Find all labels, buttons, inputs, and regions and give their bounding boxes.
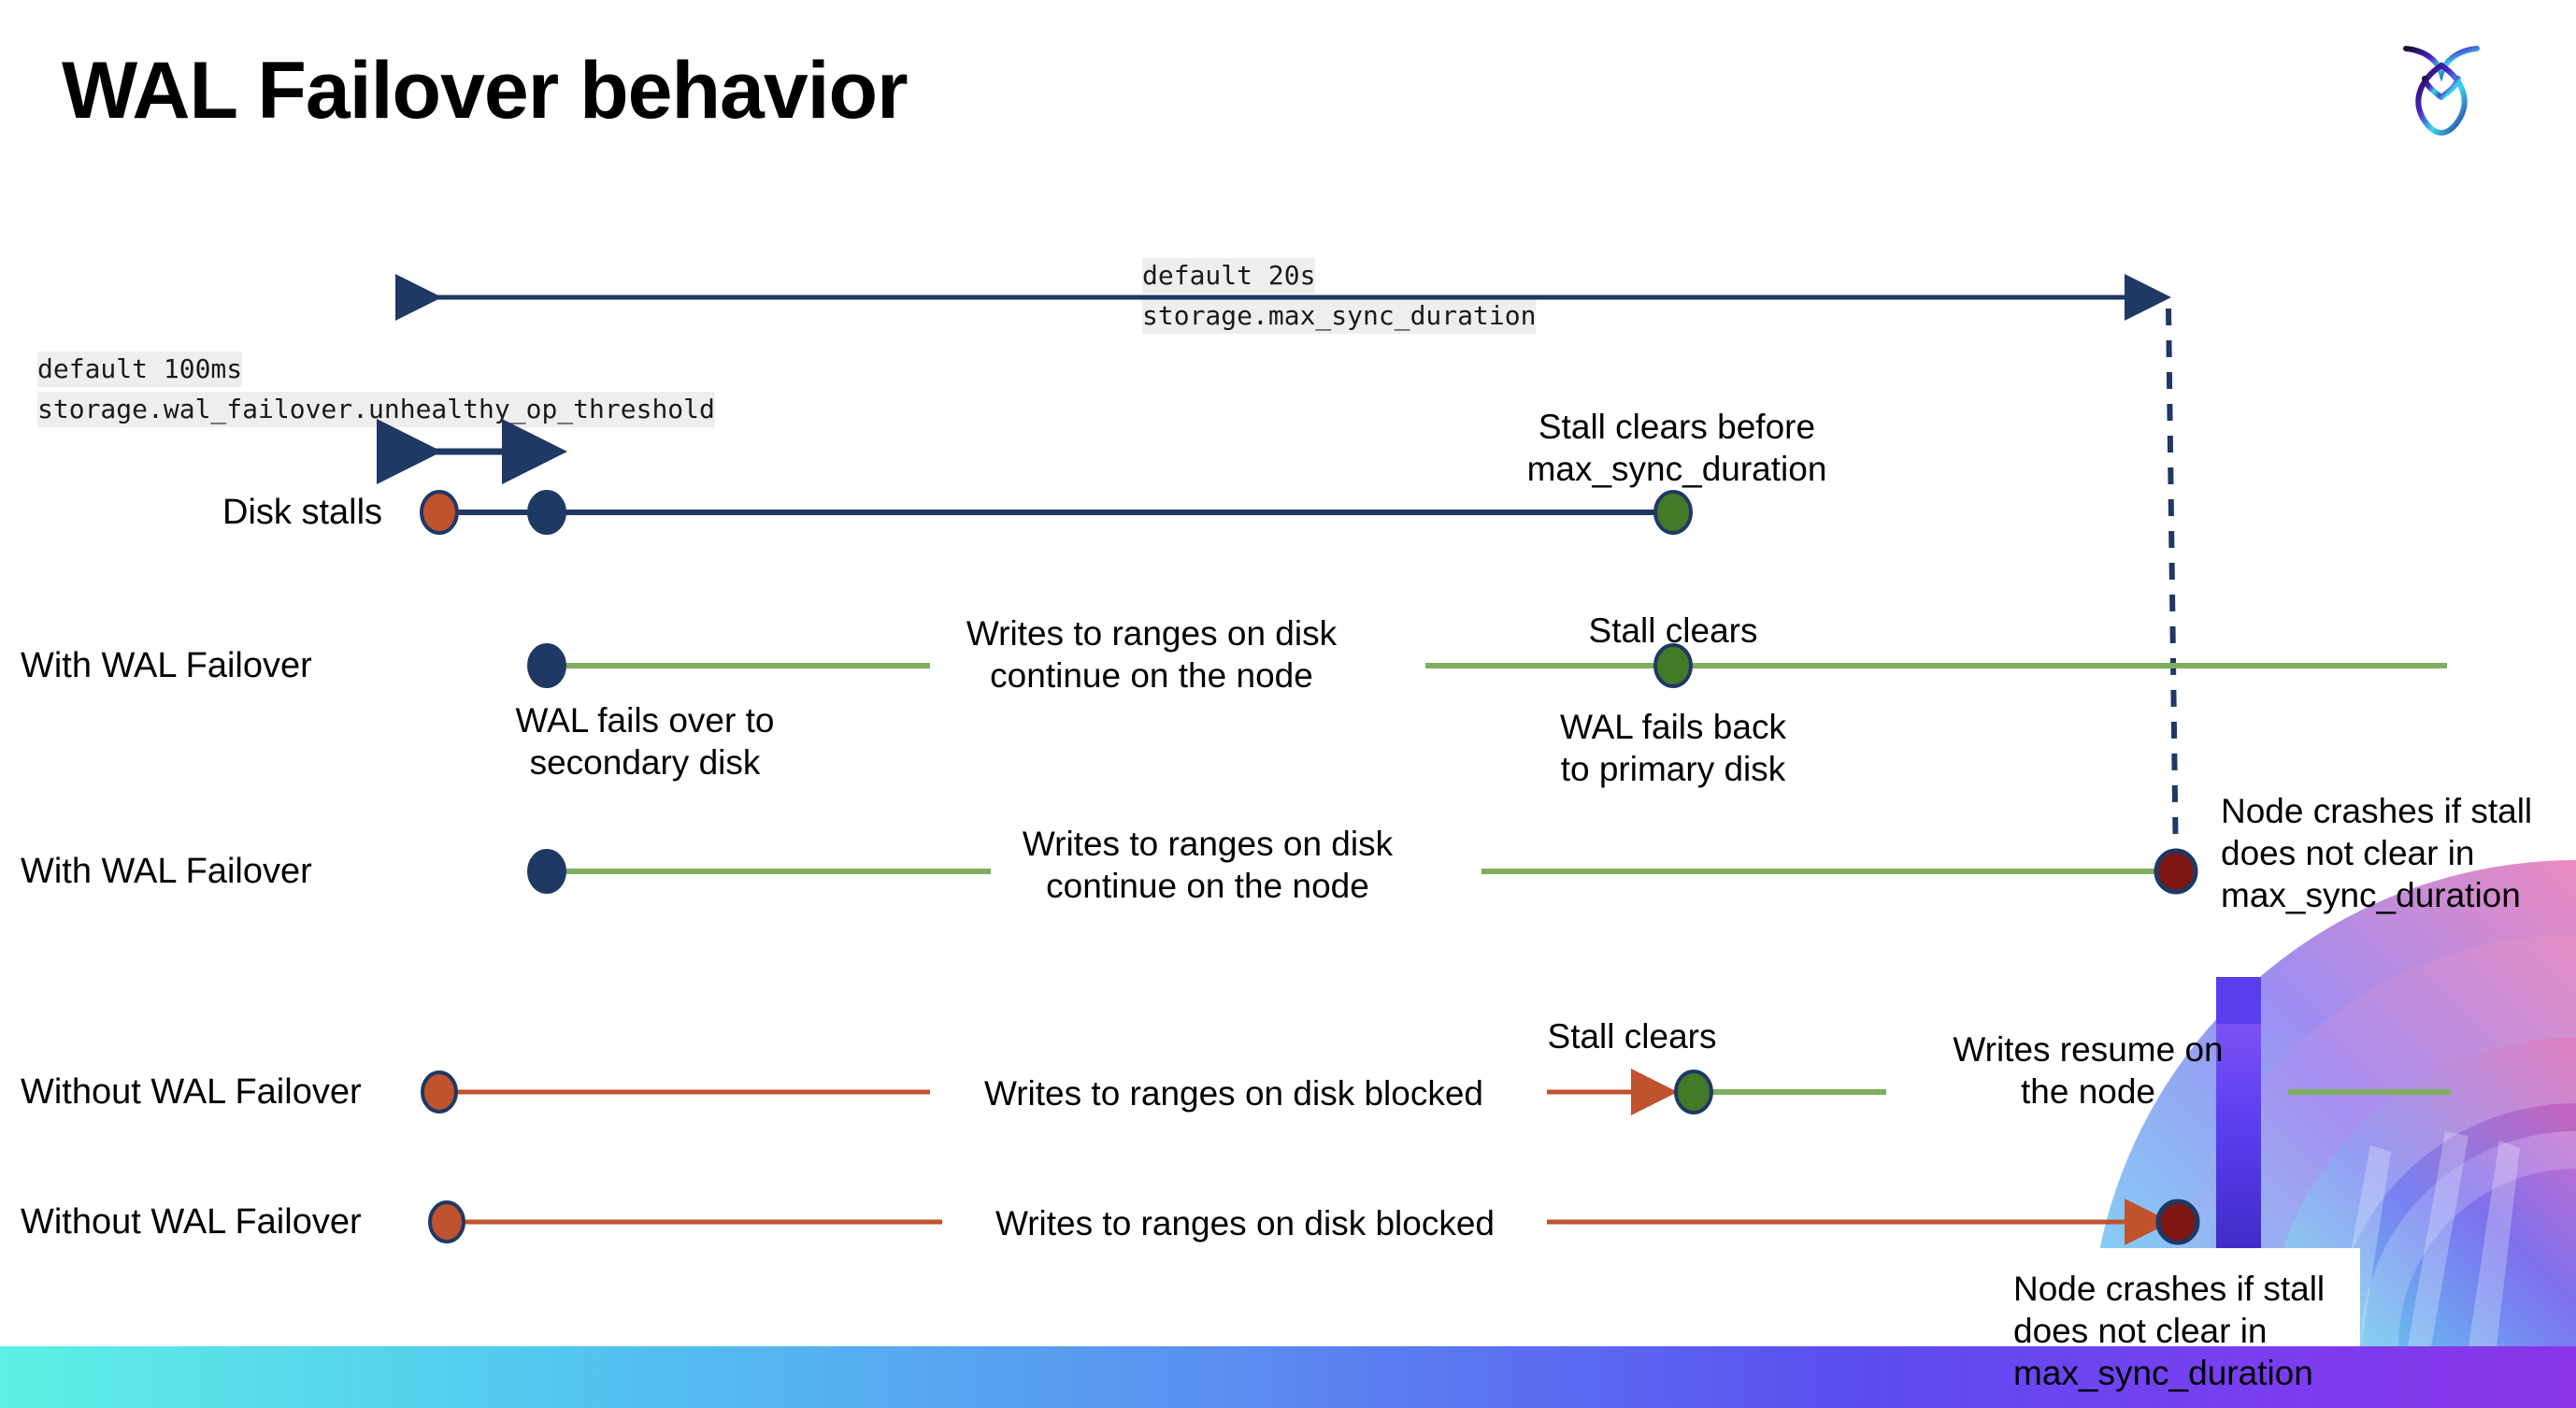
annotation-wal-fails-over: WAL fails over to secondary disk [515, 701, 775, 783]
annotation-wal-fails-back: WAL fails back to primary disk [1560, 708, 1786, 789]
timeline-without-wal-failover-1 [421, 1069, 2451, 1115]
timeline-disk-stalls [420, 490, 1693, 535]
row-label-with-wal-failover-1: With WAL Failover [21, 646, 312, 685]
bottom-gradient-bar [0, 1346, 2576, 1408]
marker-node-crash-2 [2155, 1199, 2200, 1245]
annotation-writes-continue-1: Writes to ranges on disk continue on the… [966, 614, 1338, 696]
annotation-stall-clears-before: Stall clears before max_sync_duration [1526, 408, 1827, 489]
page-title: WAL Failover behavior [62, 46, 909, 136]
callout-unhealthy-op-threshold-line1: default 100ms [37, 352, 243, 387]
marker-stall-clears-3 [1674, 1070, 1713, 1114]
row-label-without-wal-failover-1: Without WAL Failover [21, 1072, 362, 1112]
row-label-disk-stalls: Disk stalls [222, 493, 383, 532]
annotation-stall-clears-4: Stall clears [1547, 1017, 1717, 1056]
row-label-with-wal-failover-2: With WAL Failover [21, 852, 312, 891]
marker-node-crash-1 [2154, 848, 2198, 895]
annotation-writes-continue-2: Writes to ranges on disk continue on the… [1022, 825, 1394, 906]
marker-failover-trigger [527, 490, 566, 535]
marker-wal-failover-start [527, 643, 566, 688]
marker-wal-failover-start-2 [527, 849, 566, 894]
marker-stall-clears-2 [1653, 643, 1693, 688]
dashed-guide-line [2166, 308, 2179, 872]
annotation-writes-resume: Writes resume on the node [1953, 1030, 2224, 1112]
annotation-node-crashes-2: Node crashes if stall does not clear in … [2013, 1270, 2326, 1393]
marker-stall-start [420, 490, 459, 535]
row-label-without-wal-failover-2: Without WAL Failover [21, 1202, 362, 1242]
annotation-stall-clears-2: Stall clears [1588, 611, 1758, 650]
annotation-writes-blocked-1: Writes to ranges on disk blocked [983, 1074, 1484, 1113]
callout-unhealthy-op-threshold-line2: storage.wal_failover.unhealthy_op_thresh… [37, 392, 715, 427]
marker-writes-blocked-start-2 [428, 1200, 465, 1243]
annotation-writes-blocked-2: Writes to ranges on disk blocked [995, 1204, 1496, 1243]
marker-stall-clears [1653, 490, 1693, 535]
timeline-with-wal-failover-1 [527, 643, 2447, 688]
timeline-with-wal-failover-2 [527, 848, 2198, 895]
annotation-node-crashes-1: Node crashes if stall does not clear in … [2221, 792, 2533, 915]
cockroachdb-logo-icon [2385, 28, 2497, 140]
timeline-without-wal-failover-2 [428, 1199, 2200, 1245]
marker-writes-blocked-start-1 [421, 1070, 458, 1113]
